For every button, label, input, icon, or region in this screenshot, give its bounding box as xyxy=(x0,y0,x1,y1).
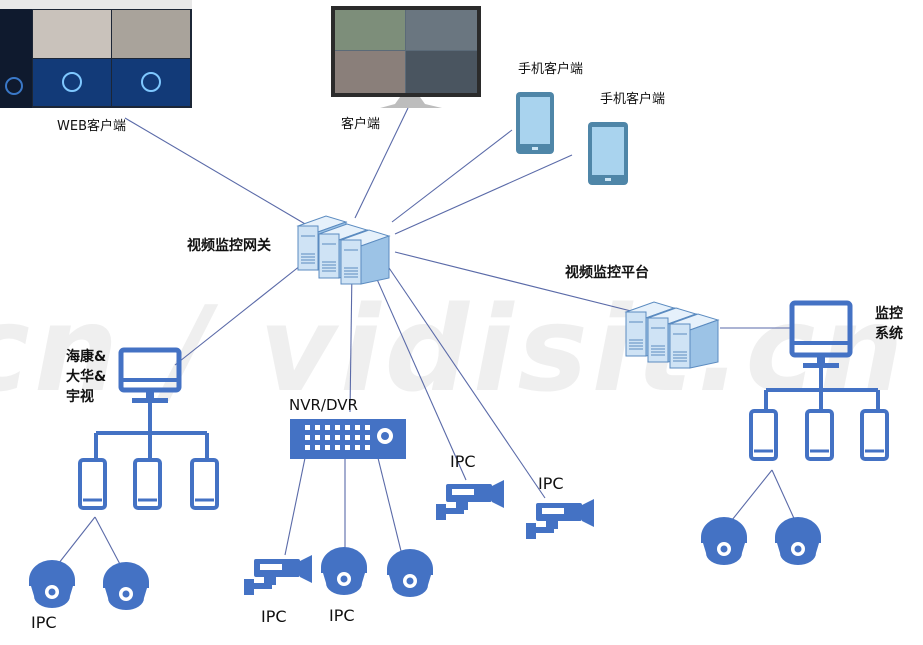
web-client-screenshot xyxy=(0,0,192,108)
ipc-label: IPC xyxy=(329,606,355,625)
web-client-label: WEB客户端 xyxy=(57,119,126,134)
dome-camera-icon xyxy=(29,560,75,608)
computer-monitor-icon xyxy=(121,350,179,403)
bullet-camera-icon xyxy=(436,480,504,520)
monitor-system-label-2: 系统 xyxy=(875,326,903,342)
dome-camera-icon xyxy=(387,549,433,597)
bullet-camera-icon xyxy=(244,555,312,595)
smartphone-icon xyxy=(516,92,554,154)
ipc-label: IPC xyxy=(261,607,287,626)
bullet-camera-icon xyxy=(526,499,594,539)
brands-label-3: 宇视 xyxy=(66,389,94,405)
monitor-system-label-1: 监控 xyxy=(875,306,903,322)
nvr-label: NVR/DVR xyxy=(289,396,358,414)
mobile-client-label-2: 手机客户端 xyxy=(600,92,666,107)
gateway-label: 视频监控网关 xyxy=(187,238,271,254)
ipc-label: IPC xyxy=(538,474,564,493)
mobile-client-label-1: 手机客户端 xyxy=(518,62,584,77)
server-cluster-icon xyxy=(625,301,719,369)
tree-connector xyxy=(764,368,880,410)
smartphone-icon xyxy=(860,409,889,461)
dome-camera-icon xyxy=(103,562,149,610)
smartphone-icon xyxy=(133,458,162,510)
dome-camera-icon xyxy=(775,517,821,565)
smartphone-icon xyxy=(190,458,219,510)
computer-monitor-icon xyxy=(789,300,853,368)
smartphone-icon xyxy=(805,409,834,461)
connection-lines xyxy=(54,107,798,569)
platform-label: 视频监控平台 xyxy=(565,265,649,281)
client-label: 客户端 xyxy=(341,117,381,132)
monitor-tv-icon xyxy=(331,6,481,108)
nvr-recorder-icon xyxy=(290,419,406,459)
server-cluster-icon xyxy=(297,215,390,285)
brands-label-2: 大华& xyxy=(66,369,107,385)
dome-camera-icon xyxy=(701,517,747,565)
smartphone-icon xyxy=(749,409,778,461)
brands-label-1: 海康& xyxy=(66,349,107,365)
smartphone-icon xyxy=(78,458,107,510)
ipc-label: IPC xyxy=(450,452,476,471)
dome-camera-icon xyxy=(321,547,367,595)
tree-connector xyxy=(94,403,209,459)
ipc-label: IPC xyxy=(31,613,57,632)
smartphone-icon xyxy=(588,122,628,185)
